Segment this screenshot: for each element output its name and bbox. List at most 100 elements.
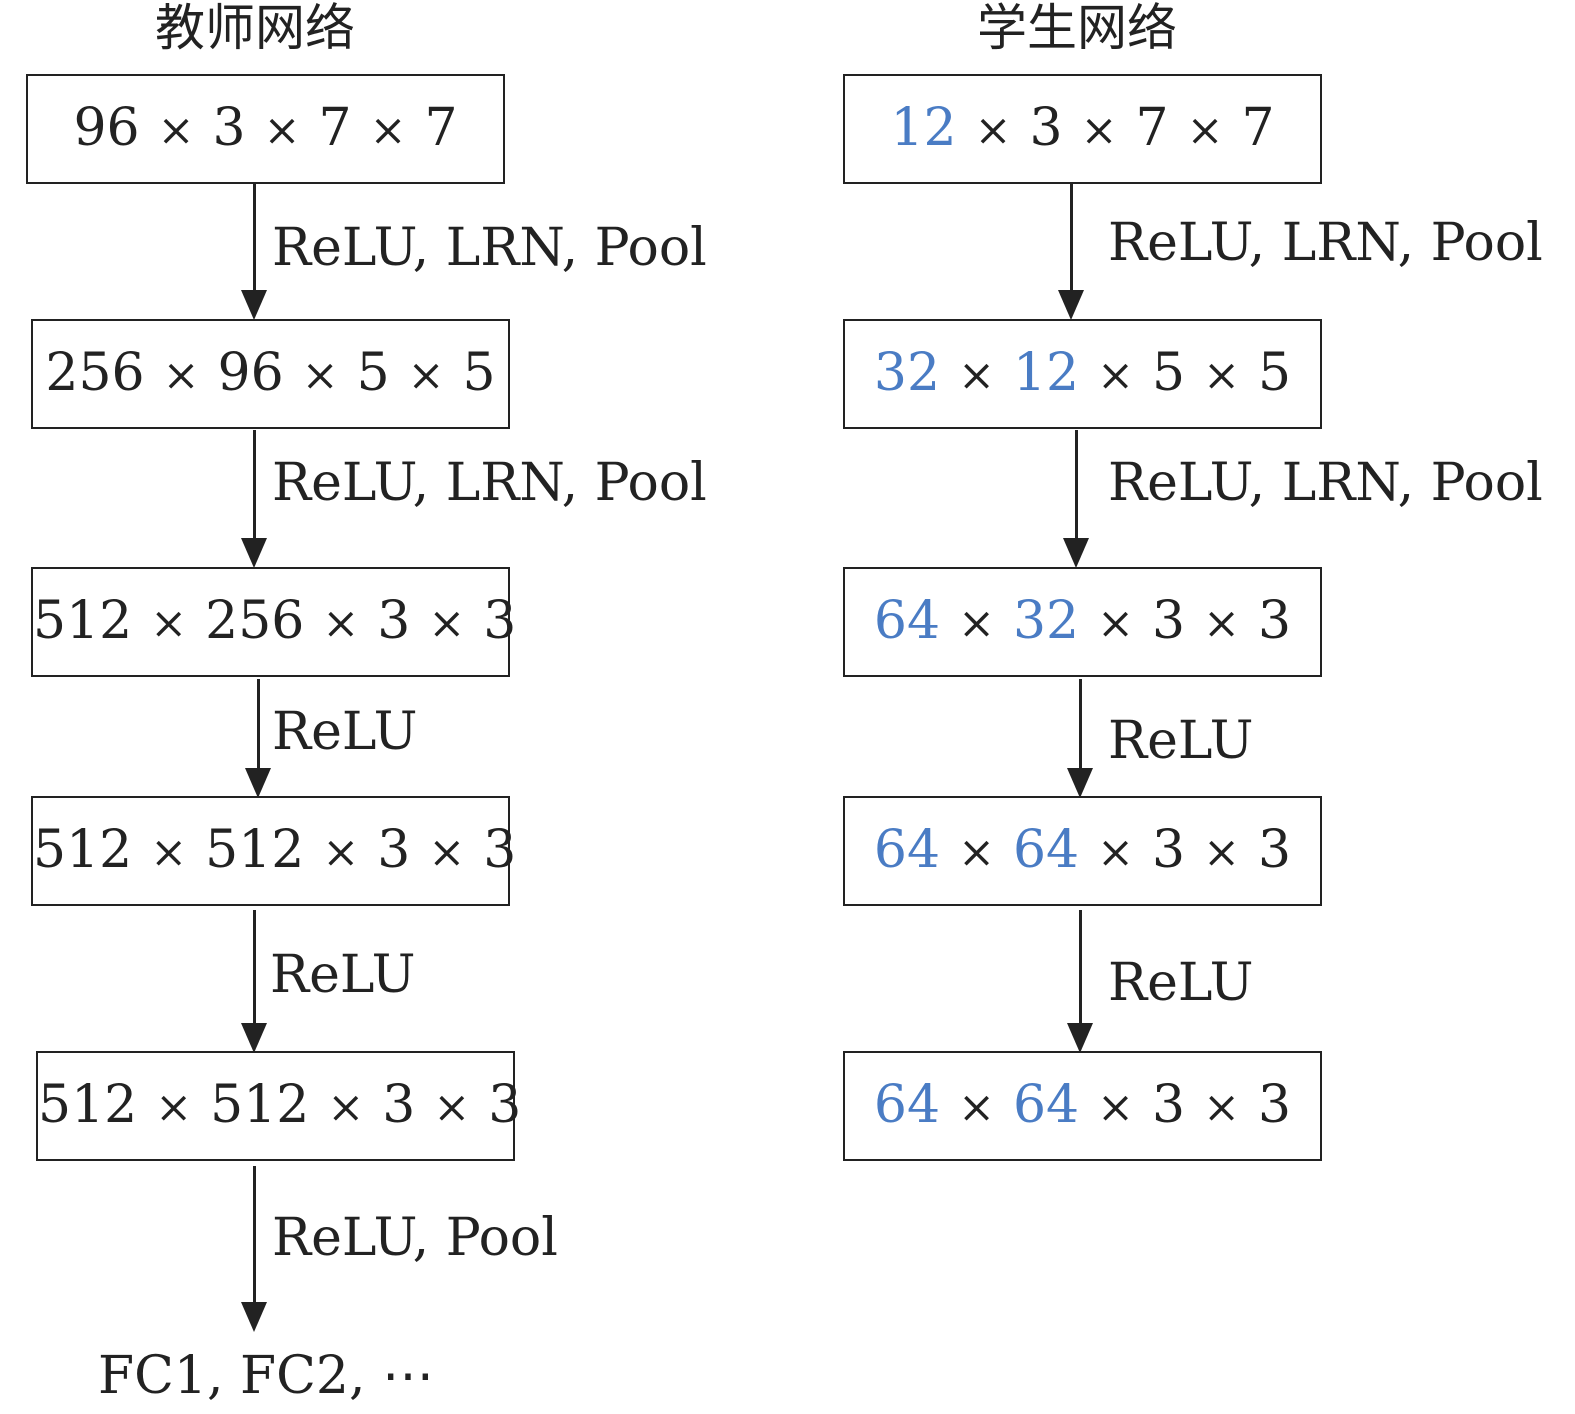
teacher-layer-4-box: 512×512×3×3 [31,796,516,906]
teacher-output-label: FC1, FC2, ⋯ [98,1346,435,1406]
times-symbol: × [1203,598,1240,649]
dim: 3 [483,591,517,651]
times-symbol: × [301,350,339,401]
student-layer-5-box: 64×64×3×3 [843,1051,1322,1161]
times-symbol: × [958,827,995,878]
dim: 512 [210,1075,310,1135]
dim: 3 [1152,1075,1186,1135]
student-layer-2-box: 32 × 12 × 5 × 5 [843,319,1322,429]
dim: 7 [424,98,458,158]
dim: 12 [1012,343,1080,403]
teacher-layer-5-box: 512×512×3×3 [36,1051,521,1161]
teacher-connector-5 [253,1166,256,1304]
dim: 5 [356,343,390,403]
dim: 7 [1241,98,1275,158]
dim: 512 [38,1075,138,1135]
times-symbol: × [958,1082,995,1133]
dim: 64 [873,591,941,651]
teacher-arrowhead-2 [241,538,267,568]
teacher-edge-label-1: ReLU, LRN, Pool [272,218,707,278]
student-connector-3 [1079,679,1082,770]
teacher-arrowhead-4 [241,1023,267,1053]
teacher-arrowhead-1 [241,290,267,320]
dim: 3 [377,591,411,651]
dim: 96 [217,343,284,403]
dim: 3 [212,98,246,158]
student-edge-label-4: ReLU [1108,953,1254,1013]
student-arrowhead-3 [1067,768,1093,798]
teacher-connector-4 [253,910,256,1025]
teacher-edge-label-3: ReLU [272,702,418,762]
times-symbol: × [958,350,995,401]
student-network-title: 学生网络 [977,0,1177,57]
times-symbol: × [1186,105,1224,156]
times-symbol: × [322,598,360,649]
times-symbol: × [407,350,445,401]
dim: 32 [873,343,941,403]
student-layer-3-box: 64 × 32 × 3 × 3 [843,567,1322,677]
teacher-connector-3 [257,679,260,770]
times-symbol: × [428,827,466,878]
dim: 5 [462,343,496,403]
times-symbol: × [1097,598,1135,649]
times-symbol: × [433,1082,471,1133]
times-symbol: × [369,105,407,156]
teacher-network-title: 教师网络 [155,0,355,57]
times-symbol: × [1097,1082,1135,1133]
teacher-layer-3-box: 512×256×3×3 [31,567,516,677]
teacher-layer-1-box: 96×3×7×7 [26,74,505,184]
dim: 3 [1257,1075,1292,1135]
teacher-edge-label-2: ReLU, LRN, Pool [272,453,707,513]
teacher-layer-2-box: 256 × 96 × 5 × 5 [31,319,510,429]
dim: 64 [873,1075,941,1135]
dim: 3 [377,820,411,880]
dim: 3 [1152,820,1186,880]
times-symbol: × [1203,827,1240,878]
dim: 3 [488,1075,522,1135]
student-arrowhead-2 [1063,538,1089,568]
teacher-edge-label-4: ReLU [270,945,416,1005]
times-symbol: × [958,598,995,649]
dim: 3 [1152,591,1186,651]
dim: 5 [1257,343,1292,403]
dim: 7 [318,98,352,158]
student-edge-label-3: ReLU [1108,711,1254,771]
dim: 3 [483,820,517,880]
times-symbol: × [428,598,466,649]
dim: 64 [1012,1075,1080,1135]
dim: 3 [382,1075,416,1135]
dim: 512 [33,591,133,651]
teacher-edge-label-5: ReLU, Pool [272,1208,558,1268]
times-symbol: × [322,827,360,878]
student-connector-2 [1075,430,1078,540]
times-symbol: × [157,105,195,156]
teacher-arrowhead-3 [245,768,271,798]
dim: 3 [1257,591,1292,651]
dim: 32 [1012,591,1080,651]
times-symbol: × [1203,350,1240,401]
times-symbol: × [974,105,1012,156]
dim: 256 [205,591,305,651]
student-layer-1-box: 12 × 3 × 7 × 7 [843,74,1322,184]
times-symbol: × [1097,827,1135,878]
times-symbol: × [1097,350,1135,401]
student-edge-label-1: ReLU, LRN, Pool [1108,213,1543,273]
dim: 3 [1029,98,1063,158]
dim: 3 [1257,820,1292,880]
teacher-connector-1 [253,184,256,292]
times-symbol: × [327,1082,365,1133]
dim: 12 [890,98,957,158]
times-symbol: × [263,105,301,156]
student-connector-4 [1079,910,1082,1025]
student-edge-label-2: ReLU, LRN, Pool [1108,453,1543,513]
student-layer-4-box: 64×64×3×3 [843,796,1322,906]
teacher-connector-2 [253,430,256,540]
student-connector-1 [1070,184,1073,292]
dim: 256 [45,343,145,403]
dim: 5 [1152,343,1186,403]
times-symbol: × [1080,105,1118,156]
dim: 512 [205,820,305,880]
times-symbol: × [162,350,200,401]
dim: 7 [1135,98,1169,158]
student-arrowhead-4 [1067,1023,1093,1053]
